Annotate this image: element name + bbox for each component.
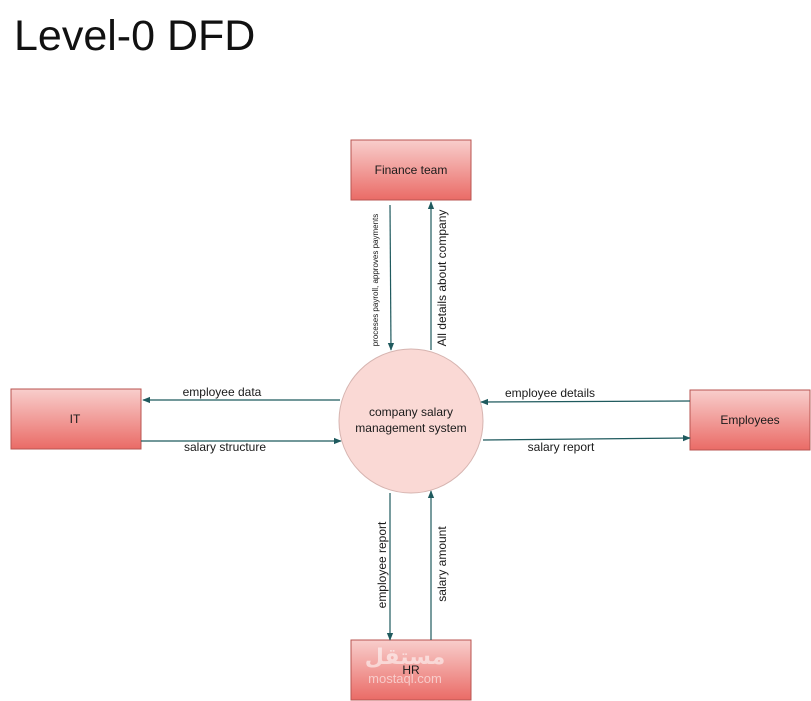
entity-finance-team-label: Finance team	[375, 163, 448, 177]
flow-it-to-process-label: salary structure	[184, 440, 266, 454]
entity-it-label: IT	[70, 412, 81, 426]
flow-process-to-employees-arrow	[482, 434, 691, 442]
flow-process-to-it-label: employee data	[183, 385, 262, 399]
flow-process-to-finance-label: All details about company	[435, 210, 449, 347]
entity-finance-team[interactable]: Finance team	[350, 139, 472, 201]
process-label-line2: management system	[355, 421, 466, 435]
entity-employees[interactable]: Employees	[689, 389, 811, 451]
watermark-url: mostaql.com	[368, 671, 442, 686]
entity-hr[interactable]: HR	[350, 639, 472, 701]
entity-it[interactable]: IT	[10, 388, 142, 450]
process-label-line1: company salary	[369, 405, 453, 419]
page-title: Level-0 DFD	[14, 12, 256, 60]
flow-hr-to-process-label: salary amount	[435, 526, 449, 602]
entity-employees-label: Employees	[720, 413, 779, 427]
watermark-arabic: مستقل	[365, 645, 445, 670]
entity-hr-label: HR	[402, 663, 420, 677]
flow-employees-to-process-label: employee details	[505, 386, 595, 400]
flow-process-to-hr-label: employee report	[375, 521, 389, 608]
process-node[interactable]: company salary management system	[338, 348, 484, 494]
flow-finance-to-process-arrow	[387, 204, 395, 351]
flow-process-to-employees-label: salary report	[528, 440, 595, 454]
watermark: مستقل mostaql.com	[365, 645, 445, 686]
flow-employees-to-process-arrow	[480, 398, 691, 406]
flow-finance-to-process-label: proceses payroll, approves payments	[371, 214, 380, 347]
